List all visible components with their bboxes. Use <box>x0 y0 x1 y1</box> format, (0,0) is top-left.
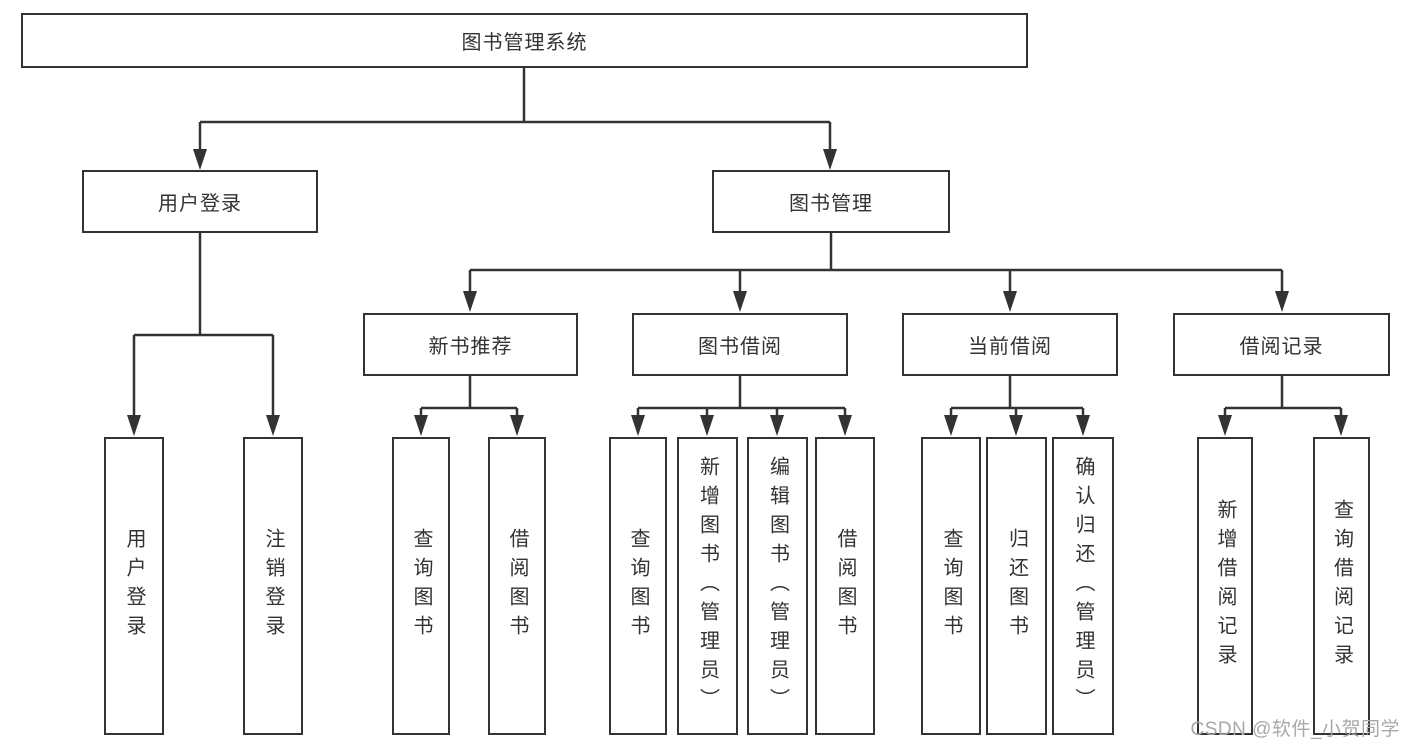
leaf-edit-books-admin: 编辑图书（管理员） <box>747 437 808 735</box>
node-book-borrowing: 图书借阅 <box>632 313 848 376</box>
node-book-management: 图书管理 <box>712 170 950 233</box>
leaf-logout: 注销登录 <box>243 437 303 735</box>
connector-new-book-recommend-children <box>414 376 524 436</box>
node-library-management-system: 图书管理系统 <box>21 13 1028 68</box>
connector-current-borrowing-children <box>944 376 1090 436</box>
node-current-borrowing: 当前借阅 <box>902 313 1118 376</box>
node-new-book-recommend: 新书推荐 <box>363 313 578 376</box>
connector-book-management-children <box>463 233 1289 312</box>
leaf-query-books-recommend: 查询图书 <box>392 437 450 735</box>
connector-root-to-level2 <box>193 68 837 170</box>
leaf-borrow-books-recommend: 借阅图书 <box>488 437 546 735</box>
leaf-confirm-return-admin: 确认归还（管理员） <box>1052 437 1114 735</box>
connector-borrowing-records-children <box>1218 376 1348 436</box>
leaf-query-books-borrowing: 查询图书 <box>609 437 667 735</box>
leaf-user-login: 用户登录 <box>104 437 164 735</box>
leaf-query-books-current: 查询图书 <box>921 437 981 735</box>
node-borrowing-records: 借阅记录 <box>1173 313 1390 376</box>
leaf-borrow-books-borrowing: 借阅图书 <box>815 437 875 735</box>
leaf-add-books-admin: 新增图书（管理员） <box>677 437 738 735</box>
node-user-login: 用户登录 <box>82 170 318 233</box>
watermark: CSDN @软件_小贺同学 <box>1190 719 1400 740</box>
leaf-add-borrow-record: 新增借阅记录 <box>1197 437 1253 735</box>
connector-user-login-children <box>127 233 280 436</box>
connector-book-borrowing-children <box>631 376 852 436</box>
leaf-query-borrow-record: 查询借阅记录 <box>1313 437 1370 735</box>
leaf-return-books: 归还图书 <box>986 437 1047 735</box>
